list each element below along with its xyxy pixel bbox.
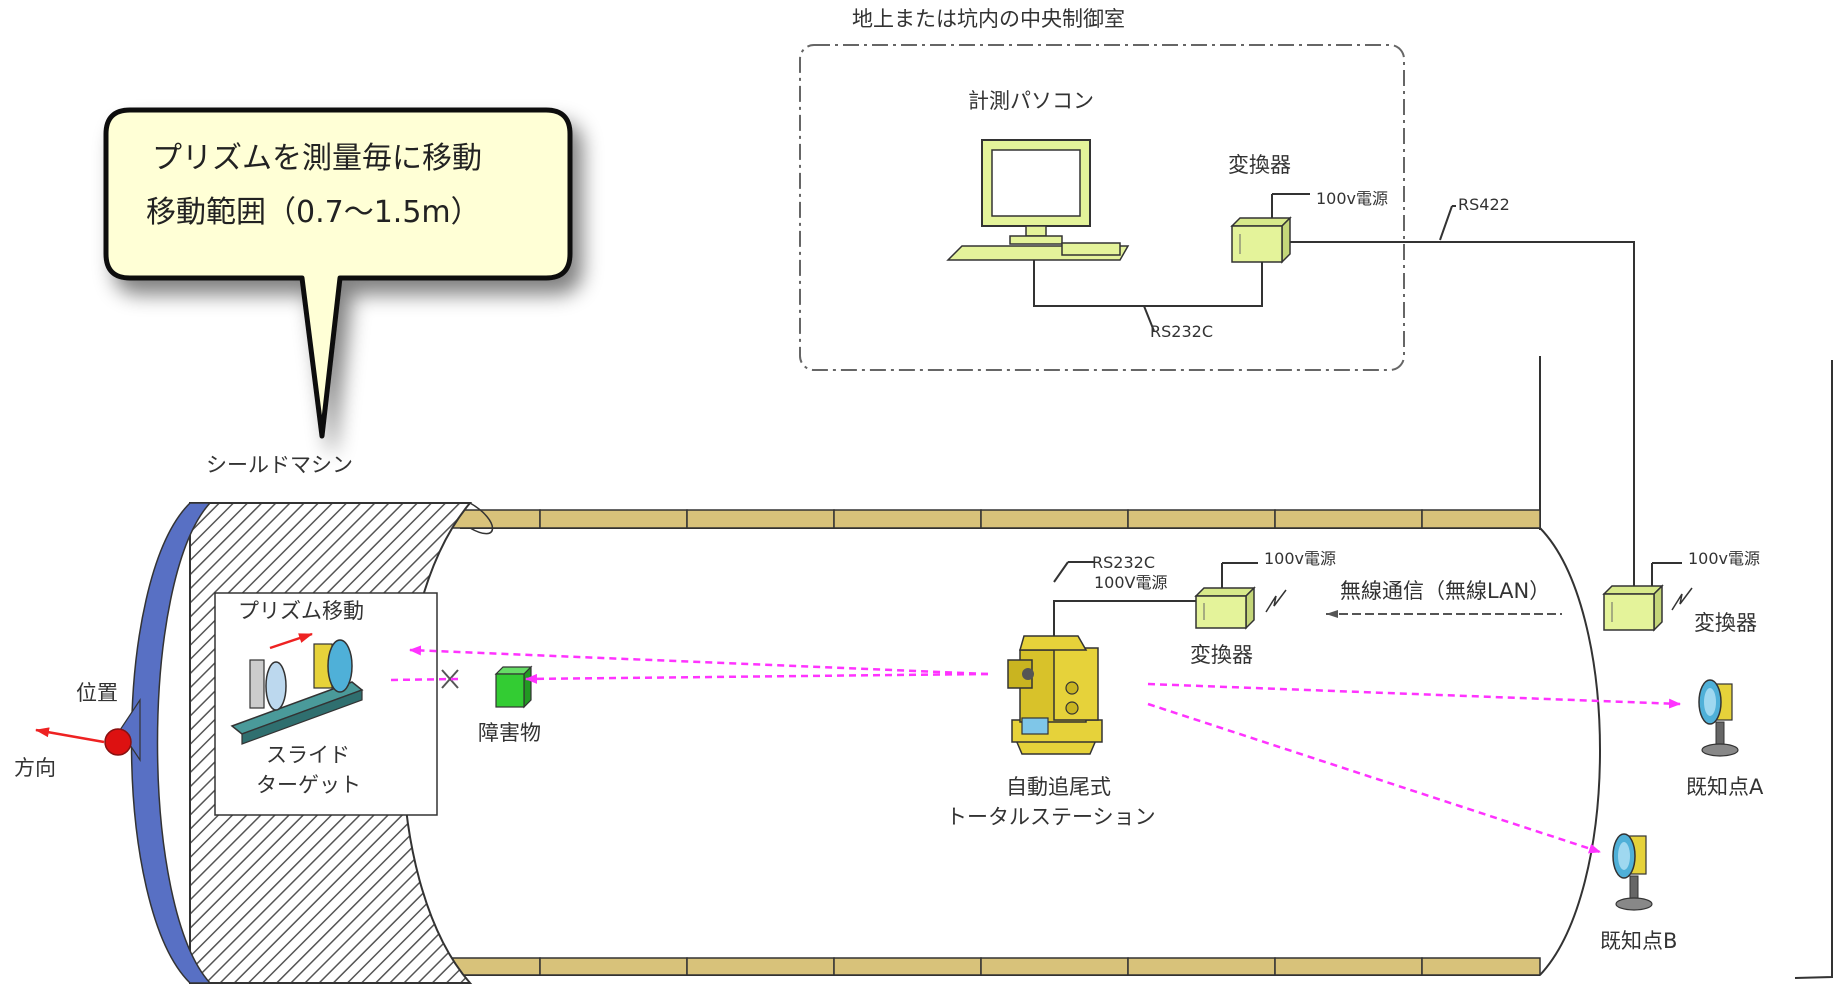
right-converter-power-label: 100v電源 bbox=[1688, 549, 1760, 568]
shield-front-rim bbox=[130, 502, 212, 984]
right-converter-label: 変換器 bbox=[1694, 611, 1757, 635]
known-point-b-prism-icon bbox=[1612, 833, 1653, 911]
total-station-label-line1: 自動追尾式 bbox=[1006, 775, 1111, 799]
blocked-mark-icon bbox=[441, 669, 459, 689]
known-point-a-label: 既知点A bbox=[1686, 775, 1764, 799]
shield-inner-rim bbox=[469, 502, 494, 535]
room-converter-power-label: 100v電源 bbox=[1316, 189, 1388, 208]
laser-to-known-point-b bbox=[1147, 702, 1601, 854]
shield-machine: シールドマシン 位置 方向 プリズム移動 スライド ターゲット bbox=[14, 453, 494, 984]
obstacle-box-icon bbox=[494, 665, 533, 709]
measuring-pc-icon bbox=[946, 139, 1130, 261]
station-converter-label: 変換器 bbox=[1190, 643, 1253, 667]
known-point-a-prism-icon bbox=[1698, 679, 1739, 757]
pc-label: 計測パソコン bbox=[968, 89, 1094, 113]
station-converter-box bbox=[1194, 586, 1256, 630]
prism-move-label: プリズム移動 bbox=[238, 599, 364, 623]
control-room-boundary bbox=[799, 44, 1405, 371]
right-wireless-icon bbox=[1671, 587, 1693, 611]
segment-strip-top bbox=[393, 509, 1541, 529]
tunnel bbox=[393, 509, 1601, 976]
callout-line1: プリズムを測量毎に移動 bbox=[152, 141, 482, 176]
room-converter-box bbox=[1230, 216, 1292, 264]
station-power-label: 100V電源 bbox=[1094, 573, 1168, 592]
slide-target-label-line1: スライド bbox=[266, 743, 350, 767]
tunnel-outline-right bbox=[1794, 360, 1833, 979]
pc-rs232c-label: RS232C bbox=[1150, 322, 1213, 341]
control-room-title: 地上または坑内の中央制御室 bbox=[852, 7, 1125, 31]
wireless-label: 無線通信（無線LAN） bbox=[1340, 579, 1550, 603]
position-label: 位置 bbox=[76, 681, 118, 705]
rs422-cable bbox=[1290, 241, 1635, 586]
total-station-label-line2: トータルステーション bbox=[946, 805, 1156, 829]
control-room: 地上または坑内の中央制御室 計測パソコン RS232C 変換器 100v電源 R… bbox=[799, 7, 1510, 371]
room-converter-label: 変換器 bbox=[1228, 153, 1291, 177]
position-dot-icon bbox=[104, 728, 132, 756]
shield-title: シールドマシン bbox=[206, 453, 353, 477]
rs422-label: RS422 bbox=[1458, 195, 1510, 214]
known-point-b-label: 既知点B bbox=[1600, 929, 1677, 953]
segment-strip-bottom bbox=[393, 957, 1541, 976]
rs232c-cable bbox=[1033, 260, 1263, 307]
laser-beams bbox=[389, 645, 1681, 854]
laser-to-slide-target bbox=[409, 645, 989, 676]
callout-balloon bbox=[103, 107, 573, 439]
station-converter-power-label: 100v電源 bbox=[1264, 549, 1336, 568]
laser-to-known-point-a bbox=[1147, 682, 1681, 709]
station-cable bbox=[1053, 600, 1214, 652]
tunnel-end-curve bbox=[1539, 527, 1601, 976]
station-wireless-icon bbox=[1265, 589, 1287, 613]
laser-blocked-by-obstacle bbox=[525, 672, 989, 684]
slide-target-label-line2: ターゲット bbox=[256, 773, 361, 797]
slide-target-icon bbox=[230, 632, 364, 745]
direction-label: 方向 bbox=[14, 756, 56, 780]
direction-arrow-icon bbox=[35, 727, 105, 744]
station-rs232c-label: RS232C bbox=[1092, 553, 1155, 572]
right-converter-box bbox=[1602, 584, 1664, 632]
callout: プリズムを測量毎に移動 移動範囲（0.7～1.5m） bbox=[103, 107, 573, 439]
total-station-icon bbox=[1007, 635, 1103, 755]
callout-line2: 移動範囲（0.7～1.5m） bbox=[146, 195, 481, 230]
cables bbox=[1033, 193, 1833, 979]
obstacle-label: 障害物 bbox=[478, 721, 541, 745]
